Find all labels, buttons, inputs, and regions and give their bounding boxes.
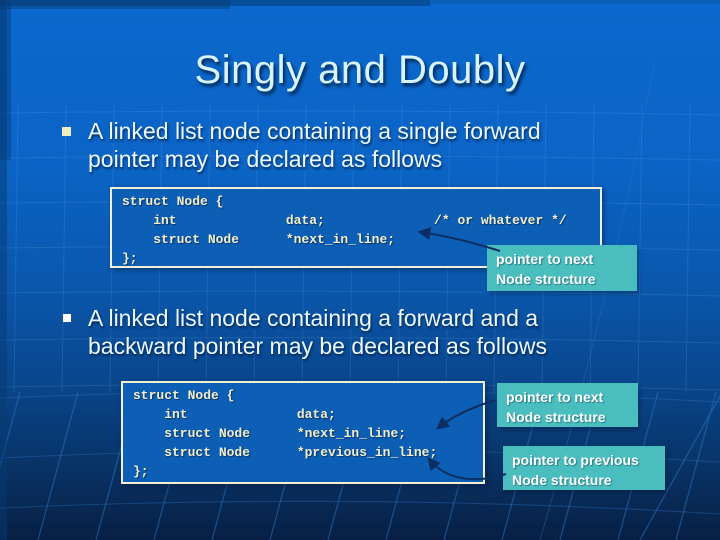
bullet-square-icon	[62, 127, 71, 136]
bullet-item-2: A linked list node containing a forward …	[88, 304, 547, 360]
code-box-doubly-linked-node: struct Node { int data; struct Node *nex…	[121, 381, 485, 484]
code-line: struct Node *next_in_line;	[122, 232, 396, 247]
callout-pointer-to-previous: pointer to previous Node structure	[503, 446, 665, 490]
bullet-item-1: A linked list node containing a single f…	[88, 117, 541, 173]
bullet-1-line-2: pointer may be declared as follows	[88, 146, 443, 172]
code-line: };	[133, 464, 149, 479]
code-line: int data;	[133, 407, 336, 422]
callout-line: Node structure	[512, 472, 612, 488]
callout-line: pointer to next	[496, 251, 594, 267]
bullet-2-line-1: A linked list node containing a forward …	[88, 305, 539, 331]
callout-line: pointer to previous	[512, 452, 639, 468]
code-line: int data; /* or whatever */	[122, 213, 567, 228]
callout-pointer-to-next-2: pointer to next Node structure	[497, 383, 638, 427]
bullet-2-line-2: backward pointer may be declared as foll…	[88, 333, 547, 359]
code-line: struct Node {	[133, 388, 235, 403]
slide-title: Singly and Doubly	[194, 48, 526, 92]
code-line: };	[122, 251, 138, 266]
bullet-1-line-1: A linked list node containing a single f…	[88, 118, 541, 144]
code-line: struct Node *previous_in_line;	[133, 445, 438, 460]
callout-line: Node structure	[506, 409, 606, 425]
callout-pointer-to-next-1: pointer to next Node structure	[487, 245, 637, 291]
code-line: struct Node {	[122, 194, 224, 209]
callout-line: Node structure	[496, 271, 596, 287]
code-line: struct Node *next_in_line;	[133, 426, 407, 441]
callout-line: pointer to next	[506, 389, 604, 405]
bullet-square-icon	[63, 314, 71, 322]
